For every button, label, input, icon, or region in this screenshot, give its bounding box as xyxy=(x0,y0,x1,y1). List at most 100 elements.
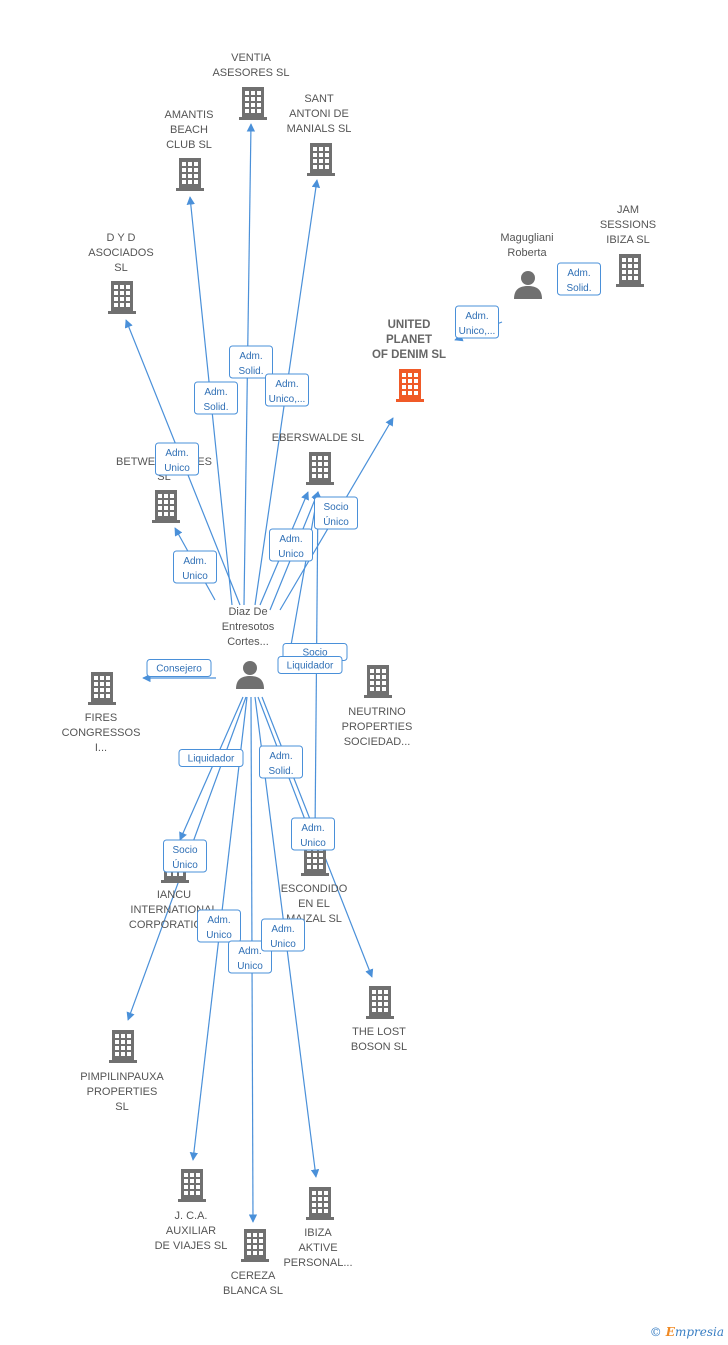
node-label-line: SESSIONS xyxy=(600,219,656,231)
building-icon xyxy=(307,143,335,176)
relation-badge-r_ventia[interactable]: Adm.Solid. xyxy=(229,345,273,379)
relation-label: Unico xyxy=(164,463,190,474)
relation-label: Solid. xyxy=(203,402,228,413)
relation-label: Socio xyxy=(323,502,348,513)
node-label-line: IBIZA SL xyxy=(606,234,649,246)
relation-box xyxy=(178,749,244,767)
relation-box xyxy=(277,656,343,674)
relation-label: Adm. xyxy=(165,448,188,459)
node-label-line: VENTIA xyxy=(231,52,271,64)
relation-badge-r_amantis[interactable]: Adm. Solid. xyxy=(194,381,238,415)
node-label-line: OF DENIM SL xyxy=(372,349,446,361)
node-label-line: SL xyxy=(115,1101,128,1113)
edge-10 xyxy=(179,696,244,841)
relation-box xyxy=(194,381,238,415)
node-eberswalde[interactable]: EBERSWALDE SL xyxy=(272,432,365,485)
node-label-line: PERSONAL... xyxy=(283,1257,352,1269)
node-label-line: PIMPILINPAUXA xyxy=(80,1071,164,1083)
relation-badge-r_cereza[interactable]: Adm.Unico xyxy=(228,940,272,974)
relation-badge-r_jca[interactable]: Adm.Unico xyxy=(197,909,241,943)
relation-badge-r_liq_top[interactable]: Liquidador xyxy=(277,656,343,674)
relation-badge-r_eberswalde[interactable]: Adm.Unico xyxy=(269,528,313,562)
node-label-line: Diaz De xyxy=(228,606,267,618)
relation-label: Unico xyxy=(182,571,208,582)
node-label-line: AMANTIS xyxy=(165,109,214,121)
node-label-line: MANIALS SL xyxy=(287,123,352,135)
relation-label: Adm. xyxy=(183,556,206,567)
relation-box xyxy=(163,839,207,873)
relation-badge-r_mag_united[interactable]: Adm.Unico,... xyxy=(455,305,499,339)
node-label-line: CEREZA xyxy=(231,1270,276,1282)
relation-badge-r_dyd[interactable]: Adm. Unico xyxy=(155,442,199,476)
relation-badge-r_sant[interactable]: Adm.Unico,... xyxy=(265,373,309,407)
relations-layer: Adm.UnicoAdm.Solid.Adm.Solid.Adm.Unico,.… xyxy=(146,262,601,974)
relation-badge-r_escondido[interactable]: Adm.Unico xyxy=(291,817,335,851)
node-label-line: PLANET xyxy=(386,334,432,346)
relation-box xyxy=(314,496,358,530)
node-label-line: AUXILIAR xyxy=(166,1225,216,1237)
node-label-line: D Y D xyxy=(107,232,136,244)
node-label-line: ASOCIADOS xyxy=(88,247,153,259)
node-label-line: CORPORATION... xyxy=(129,919,219,931)
relation-badge-r_fires[interactable]: Consejero xyxy=(146,659,212,677)
relation-label: Solid. xyxy=(238,366,263,377)
node-label-line: NEUTRINO xyxy=(348,706,406,718)
node-jam[interactable]: JAM SESSIONS IBIZA SL xyxy=(600,204,656,287)
relation-box xyxy=(197,909,241,943)
building-icon xyxy=(364,665,392,698)
relation-badge-r_between[interactable]: Adm. Unico xyxy=(173,550,217,584)
node-ventia[interactable]: VENTIA ASESORES SL xyxy=(212,52,290,120)
building-icon xyxy=(306,1187,334,1220)
node-label-line: Cortes... xyxy=(227,636,269,648)
relation-label: Adm. xyxy=(204,387,227,398)
relation-badge-r_mag_jam[interactable]: Adm.Solid. xyxy=(557,262,601,296)
node-label-line: DE VIAJES SL xyxy=(155,1240,228,1252)
relation-label: Liquidador xyxy=(287,661,334,672)
relation-box xyxy=(259,745,303,779)
node-label-line: Entresotos xyxy=(222,621,275,633)
building-icon xyxy=(108,281,136,314)
node-label-line: CLUB SL xyxy=(166,139,212,151)
node-label: JAM SESSIONS IBIZA SL xyxy=(600,204,656,246)
relation-label: Unico,... xyxy=(459,326,496,337)
node-label-line: JAM xyxy=(617,204,639,216)
node-label-line: ASESORES SL xyxy=(212,67,289,79)
relation-box xyxy=(455,305,499,339)
node-label-line: THE LOST xyxy=(352,1026,406,1038)
relation-badge-r_liq_iancu[interactable]: Liquidador xyxy=(178,749,244,767)
relation-badge-r_lost[interactable]: Adm.Solid. xyxy=(259,745,303,779)
relation-label: Adm. xyxy=(567,268,590,279)
edge-9 xyxy=(286,491,321,669)
relation-box xyxy=(173,550,217,584)
relation-label: Adm. xyxy=(238,946,261,957)
relation-badge-r_ibiza[interactable]: Adm.Unico xyxy=(261,918,305,952)
relation-label: Adm. xyxy=(207,915,230,926)
relation-label: Único xyxy=(172,858,198,871)
